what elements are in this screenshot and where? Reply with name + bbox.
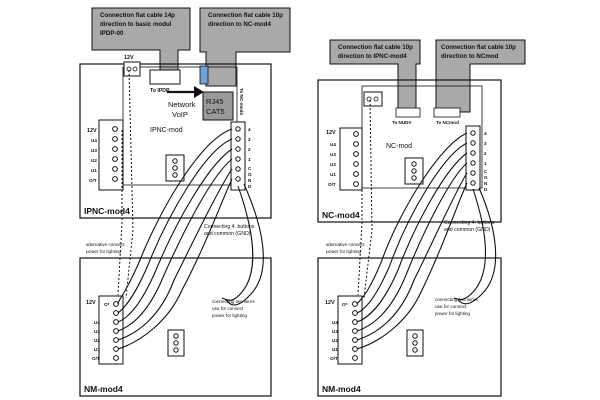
svg-text:U1: U1 xyxy=(330,172,336,177)
svg-text:U2: U2 xyxy=(332,338,338,343)
nc-power-connector xyxy=(363,91,383,107)
svg-text:O/T: O/T xyxy=(330,356,338,361)
blue-connector xyxy=(199,65,209,85)
svg-text:C: C xyxy=(248,166,252,171)
nm-board-left xyxy=(79,257,272,397)
ipdp-header xyxy=(149,69,181,85)
svg-text:U4: U4 xyxy=(91,138,97,143)
svg-text:U1: U1 xyxy=(94,347,100,352)
cable-10p-text: Connection flat cable 10p direction to N… xyxy=(208,12,285,28)
right-diagram: Connection flat cable 10p direction to I… xyxy=(317,39,526,397)
svg-text:U1: U1 xyxy=(332,347,338,352)
svg-text:12V: 12V xyxy=(326,130,336,136)
svg-text:O/T: O/T xyxy=(328,182,336,187)
svg-text:O/T: O/T xyxy=(89,178,97,183)
to-nudv-label: To NUDV xyxy=(392,120,412,125)
svg-text:4: 4 xyxy=(484,131,487,136)
svg-text:U2: U2 xyxy=(330,162,336,167)
svg-text:D: D xyxy=(484,187,488,192)
network-voip-text: Network VoIP xyxy=(168,100,198,119)
left-diagram: Connection flat cable 14p direction to b… xyxy=(79,7,291,397)
svg-text:U3: U3 xyxy=(94,329,100,334)
svg-text:4: 4 xyxy=(248,127,251,132)
svg-text:U2: U2 xyxy=(91,158,97,163)
svg-text:12V: 12V xyxy=(325,300,335,306)
svg-text:U2: U2 xyxy=(94,338,100,343)
ipnc-mod4-title: IPNC-mod4 xyxy=(84,206,130,216)
left-terminal-ipnc xyxy=(98,119,124,191)
svg-text:3: 3 xyxy=(484,141,487,146)
left-terminal-pins xyxy=(112,126,118,182)
svg-text:O*: O* xyxy=(104,302,110,307)
svg-text:1: 1 xyxy=(248,157,251,162)
nc-board xyxy=(317,79,502,223)
cable-10p-ipnc-text: Connection flat cable 10p direction to I… xyxy=(338,44,415,60)
to-ipdp-label: To IPDP xyxy=(150,88,170,94)
svg-text:12V: 12V xyxy=(86,300,96,306)
cable-10p-left xyxy=(199,7,291,87)
right-terminal-ipnc xyxy=(230,121,246,191)
svg-text:D: D xyxy=(248,184,252,189)
to-ncmod-label: To NCmod xyxy=(436,120,459,125)
two-wires-note-right: connecting two wires use for connect pow… xyxy=(435,297,479,316)
svg-text:U4: U4 xyxy=(94,320,100,325)
svg-text:O*: O* xyxy=(342,302,348,307)
svg-text:G: G xyxy=(484,175,488,180)
rj45-text: RJ45 CAT5 xyxy=(206,97,226,116)
svg-text:2: 2 xyxy=(484,151,487,156)
power-connector-top xyxy=(123,61,141,77)
to-ncmod4-label: To NC-mod4 xyxy=(239,88,244,115)
svg-text:U4: U4 xyxy=(332,320,338,325)
nm-board-right xyxy=(317,257,502,397)
svg-text:N: N xyxy=(484,181,488,186)
svg-text:U1: U1 xyxy=(91,168,97,173)
svg-text:3: 3 xyxy=(248,137,251,142)
alt-power-note-left: alternative connect power for lighting xyxy=(86,242,126,254)
svg-text:U4: U4 xyxy=(330,142,336,147)
svg-text:O/T: O/T xyxy=(92,356,100,361)
svg-text:C: C xyxy=(484,169,488,174)
nm-mod4-title-left: NM-mod4 xyxy=(84,384,123,394)
rj45-jack xyxy=(202,91,234,121)
two-wires-note-left: connecting two wires use for connect pow… xyxy=(212,299,256,318)
svg-text:G: G xyxy=(248,172,252,177)
nc-mod-label: NC-mod xyxy=(386,143,412,150)
svg-text:N: N xyxy=(248,178,252,183)
cable-14p-text: Connection flat cable 14p direction to b… xyxy=(100,12,177,37)
wires-right xyxy=(356,132,497,350)
svg-text:2: 2 xyxy=(248,147,251,152)
wires-left xyxy=(117,128,264,350)
ipnc-board xyxy=(79,63,272,219)
svg-text:1: 1 xyxy=(484,161,487,166)
connecting-note-left: Connecting 4. buttons and common (GND) xyxy=(204,224,256,237)
nm-mod4-title-right: NM-mod4 xyxy=(322,384,361,394)
cable-10p-ncmod-text: Connection flat cable 10p direction to N… xyxy=(441,44,518,60)
svg-text:U3: U3 xyxy=(330,152,336,157)
ipnc-mod-label: IPNC-mod xyxy=(150,127,183,134)
nm-terminal-left xyxy=(98,295,124,365)
nc-mod4-title: NC-mod4 xyxy=(322,210,360,220)
svg-text:U3: U3 xyxy=(332,329,338,334)
power-top-label: 12V xyxy=(124,55,134,61)
connecting-note-right: Connecting 4. buttons and common (GND) xyxy=(444,220,496,233)
alt-power-note-right: alternative connect power for lighting xyxy=(326,242,366,254)
svg-text:U3: U3 xyxy=(91,148,97,153)
svg-text:12V: 12V xyxy=(87,128,97,134)
